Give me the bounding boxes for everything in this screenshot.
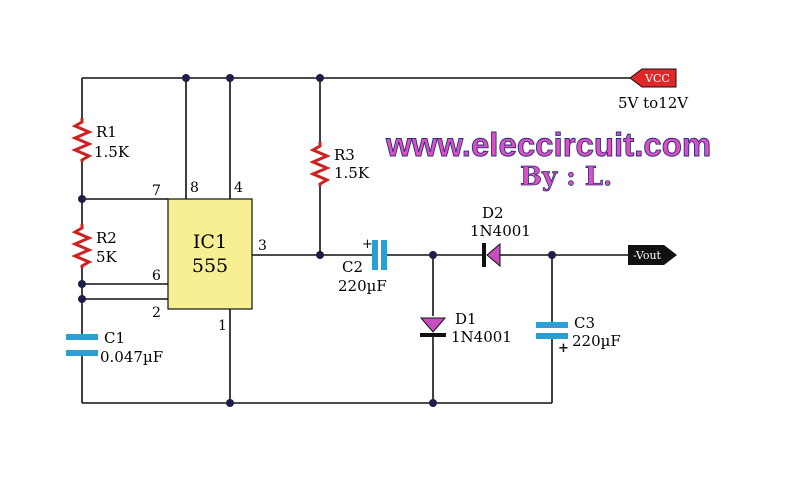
c2-name: C2	[342, 258, 363, 276]
d1-value: 1N4001	[451, 328, 512, 346]
watermark: www.eleccircuit.com By : L.	[385, 126, 712, 193]
pin-3-label: 3	[258, 238, 267, 254]
vout-tag-label: -Vout	[633, 249, 662, 262]
website-text: www.eleccircuit.com	[385, 126, 711, 163]
r1-value: 1.5K	[94, 143, 130, 161]
ic-type: 555	[192, 255, 228, 277]
ic-body	[167, 198, 253, 310]
diode-d2: D2 1N4001	[470, 204, 531, 268]
resistor-r1: R1 1.5K	[71, 118, 130, 162]
pin-4-label: 4	[234, 180, 243, 196]
vcc-terminal: VCC 5V to12V	[618, 68, 689, 112]
d1-triangle	[419, 317, 447, 333]
supply-range: 5V to12V	[618, 94, 689, 112]
resistor-r2-symbol	[71, 224, 93, 268]
author-text: By : L.	[520, 162, 612, 192]
r3-value: 1.5K	[334, 164, 370, 182]
c3-plus-sign: +	[558, 341, 569, 356]
d1-name: D1	[455, 310, 477, 328]
c2-plate-left	[372, 240, 378, 270]
r1-name: R1	[96, 123, 117, 141]
d2-value: 1N4001	[470, 222, 531, 240]
vout-tag-shape	[628, 245, 677, 265]
c3-name: C3	[574, 314, 595, 332]
c1-plate-top	[66, 334, 98, 340]
capacitor-c3: + C3 220µF	[536, 314, 621, 356]
r2-value: 5K	[96, 248, 118, 266]
pin-8-label: 8	[190, 180, 199, 196]
resistor-r1-symbol	[71, 118, 93, 162]
c3-plate-top	[536, 322, 568, 328]
junctions	[78, 74, 556, 407]
pin-6-label: 6	[152, 268, 161, 284]
pin-7-label: 7	[152, 183, 161, 199]
c1-value: 0.047µF	[100, 348, 163, 366]
r2-name: R2	[96, 229, 117, 247]
d2-cathode-bar	[482, 243, 486, 267]
vcc-tag-shape	[629, 68, 677, 88]
wires	[81, 77, 630, 404]
d2-name: D2	[482, 204, 504, 222]
ic-555: IC1 555 8 4 7 6 2 3 1	[152, 180, 267, 334]
c2-plate-right	[381, 240, 387, 270]
d2-triangle	[486, 242, 501, 268]
pin-2-label: 2	[152, 305, 161, 321]
c3-value: 220µF	[572, 332, 621, 350]
pin-1-label: 1	[218, 318, 227, 334]
c1-name: C1	[104, 329, 125, 347]
c2-value: 220µF	[338, 277, 387, 295]
vout-terminal: -Vout	[628, 245, 677, 265]
c2-plus-sign: +	[362, 237, 373, 252]
r3-name: R3	[334, 146, 355, 164]
diode-d1: D1 1N4001	[419, 310, 512, 346]
resistor-r3-symbol	[309, 142, 331, 186]
resistor-r2: R2 5K	[71, 224, 118, 268]
ic-name: IC1	[193, 231, 227, 253]
d1-cathode-bar	[420, 333, 446, 337]
c1-plate-bottom	[66, 350, 98, 356]
capacitor-c1: C1 0.047µF	[66, 329, 163, 366]
capacitor-c2: + C2 220µF	[338, 237, 387, 295]
vcc-tag-label: VCC	[644, 72, 670, 85]
resistor-r3: R3 1.5K	[309, 142, 370, 186]
c3-plate-bottom	[536, 333, 568, 339]
